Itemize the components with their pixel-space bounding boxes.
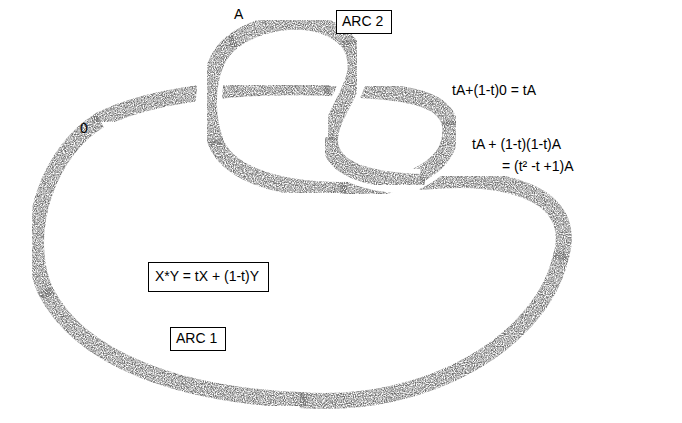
knot-strand xyxy=(330,45,356,140)
strand-gap xyxy=(36,120,100,290)
box-text: ARC 2 xyxy=(342,13,386,30)
strand-gap xyxy=(330,45,356,140)
point-label: A xyxy=(234,6,243,23)
strand-gap xyxy=(209,40,235,140)
knot-strand xyxy=(300,260,560,401)
formula-label: tA + (1-t)(1-t)A xyxy=(472,136,561,153)
box-text: ARC 1 xyxy=(176,330,220,347)
strand-gap xyxy=(300,260,560,401)
arc-label-box: ARC 2 xyxy=(336,10,392,34)
point-label: 0 xyxy=(80,120,88,137)
knot-strand xyxy=(36,120,100,290)
arc-label-box: ARC 1 xyxy=(170,327,226,351)
strand-gap xyxy=(45,290,300,400)
box-text: X*Y = tX + (1-t)Y xyxy=(155,268,262,285)
knot-strand xyxy=(420,180,564,260)
formula-label: = (t² -t +1)A xyxy=(502,158,574,175)
strand-gap xyxy=(330,140,420,182)
strand-gap xyxy=(420,180,564,260)
strand-gap xyxy=(235,22,350,45)
knot-strand xyxy=(330,140,420,182)
knot-strand xyxy=(235,22,350,45)
knot-strand xyxy=(209,40,235,140)
formula-box: X*Y = tX + (1-t)Y xyxy=(148,262,269,292)
formula-label: tA+(1-t)0 = tA xyxy=(452,82,536,99)
knot-strand xyxy=(45,290,300,400)
